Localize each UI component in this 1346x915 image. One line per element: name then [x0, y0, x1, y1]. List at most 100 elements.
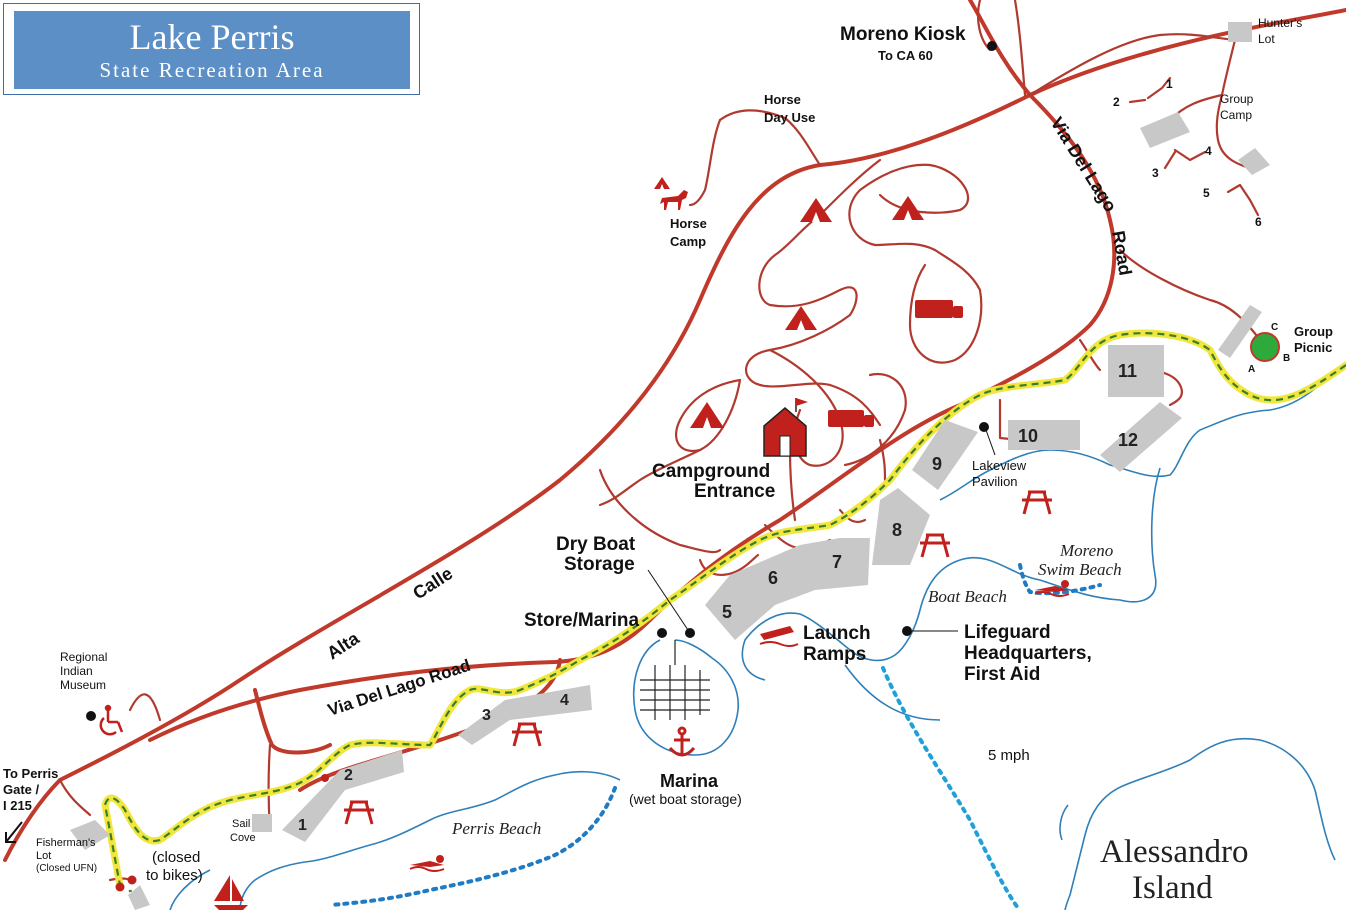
anchor-icon — [668, 726, 696, 757]
via-del-lago-road-name: Via Del Lago — [1047, 114, 1121, 216]
fishermans-lot-label-3: (Closed UFN) — [36, 863, 97, 874]
calle-label: Calle — [409, 563, 456, 603]
closed-bikes-label-1: (closed — [152, 849, 200, 866]
lot-label-6: 6 — [768, 568, 778, 588]
swimmer-icon — [409, 855, 445, 872]
group-picnic-site-c: C — [1271, 322, 1278, 333]
regional-museum-label-3: Museum — [60, 678, 106, 692]
campground-entrance-label-2: Entrance — [694, 481, 775, 502]
swimmer-icon — [1034, 580, 1070, 597]
group-camp-site-5: 5 — [1203, 186, 1210, 200]
lot-1-2-shape — [282, 750, 404, 842]
horse-camp-label-1: Horse — [670, 216, 707, 231]
lot-label-10: 10 — [1018, 426, 1038, 446]
lifeguard-label-2: Headquarters, — [964, 643, 1092, 664]
launch-ramps-label-1: Launch — [803, 623, 871, 644]
location-markers — [5, 41, 997, 843]
swim-icons — [214, 580, 1070, 911]
bike-end-lot — [128, 885, 150, 910]
picnic-table-icon — [512, 722, 542, 747]
group-picnic-lot — [1218, 305, 1262, 358]
arrow-southwest-icon — [5, 821, 23, 843]
group-picnic-site-b: B — [1283, 353, 1290, 364]
lot-label-3: 3 — [482, 707, 491, 724]
lifeguard-label-3: First Aid — [964, 664, 1040, 685]
group-picnic-site-a: A — [1248, 364, 1255, 375]
lot-label-8: 8 — [892, 520, 902, 540]
tent-icon — [892, 196, 924, 220]
lot-11-shape — [1108, 345, 1164, 397]
picnic-icons — [344, 490, 1052, 825]
tent-icon — [654, 177, 670, 189]
group-picnic-area-icon — [1250, 332, 1280, 362]
alta-label: Alta — [323, 628, 363, 664]
speed-limit-label: 5 mph — [988, 747, 1030, 764]
lakeview-pavilion-label-2: Pavilion — [972, 474, 1018, 489]
dry-boat-storage-label-2: Storage — [564, 554, 635, 575]
horse-icon — [660, 190, 688, 210]
lot-numbers: 1 2 3 4 5 6 7 8 9 10 11 12 — [298, 361, 1138, 834]
to-perris-label-3: I 215 — [3, 798, 32, 813]
island-label-1: Alessandro — [1100, 834, 1248, 870]
group-camp-site-6: 6 — [1255, 215, 1262, 229]
to-perris-label-1: To Perris — [3, 766, 58, 781]
store-marina-label: Store/Marina — [524, 610, 640, 631]
hunters-lot-shape — [1228, 22, 1252, 42]
lot-10-shape — [1008, 420, 1080, 450]
lot-label-12: 12 — [1118, 430, 1138, 450]
hunters-lot-label-1: Hunter's — [1258, 16, 1302, 30]
regional-museum-label-1: Regional — [60, 650, 107, 664]
moreno-swim-beach-label-2: Swim Beach — [1038, 560, 1122, 579]
horse-day-use-label-2: Day Use — [764, 110, 815, 125]
sail-cove-label-2: Cove — [230, 832, 256, 844]
moreno-kiosk-label: Moreno Kiosk — [840, 24, 966, 45]
marina-label: Marina — [660, 771, 719, 791]
picnic-table-icon — [1022, 490, 1052, 515]
regional-museum-label-2: Indian — [60, 664, 93, 678]
lot-label-2: 2 — [344, 767, 353, 784]
map-title-panel: Lake Perris State Recreation Area — [14, 11, 410, 89]
marina-docks — [640, 640, 710, 720]
picnic-table-icon — [920, 533, 950, 558]
group-camp-site-3: 3 — [1152, 166, 1159, 180]
accessible-icon — [99, 704, 124, 736]
campground-roads — [58, 0, 1262, 882]
parking-lots — [70, 22, 1270, 910]
group-camp-site-2: 2 — [1113, 95, 1120, 109]
lot-label-4: 4 — [560, 692, 569, 709]
lot-5-6-7-shape — [705, 538, 870, 640]
to-perris-label-2: Gate / — [3, 782, 40, 797]
group-camp-label-2: Camp — [1220, 108, 1252, 122]
group-picnic-label-2: Picnic — [1294, 340, 1332, 355]
lot-label-11: 11 — [1118, 361, 1137, 381]
lot-9-shape — [912, 420, 978, 490]
tent-icon — [800, 198, 832, 222]
tent-icon — [690, 402, 724, 428]
buoy-lines — [328, 563, 1102, 910]
bike-trail — [101, 329, 1346, 912]
group-sites: 1 2 3 4 5 6 A B C — [1113, 77, 1290, 375]
hunters-lot-label-2: Lot — [1258, 32, 1275, 46]
map-title: Lake Perris — [129, 17, 295, 57]
map-title-box: Lake Perris State Recreation Area — [3, 3, 420, 95]
lot-label-7: 7 — [832, 552, 842, 572]
campsite-icons — [654, 177, 963, 457]
group-camp-lot-b — [1238, 148, 1270, 175]
horse-day-use-label-1: Horse — [764, 92, 801, 107]
moreno-swim-beach-label-1: Moreno — [1059, 541, 1113, 560]
group-camp-site-4: 4 — [1205, 144, 1212, 158]
lot-label-9: 9 — [932, 454, 942, 474]
sailboat-icon — [214, 875, 248, 911]
campground-entrance-label-1: Campground — [652, 461, 770, 482]
boat-beach-label: Boat Beach — [928, 587, 1007, 606]
sail-cove-lot — [252, 814, 272, 832]
lot-label-1: 1 — [298, 817, 307, 834]
fishermans-lot-label-1: Fisherman's — [36, 837, 96, 849]
map-labels: Moreno Kiosk To CA 60 Hunter's Lot Horse… — [3, 16, 1333, 906]
perris-beach-label: Perris Beach — [451, 819, 541, 838]
fishermans-lot-shape — [70, 820, 110, 850]
fishermans-lot-label-2: Lot — [36, 850, 51, 862]
island-label-2: Island — [1132, 870, 1213, 906]
